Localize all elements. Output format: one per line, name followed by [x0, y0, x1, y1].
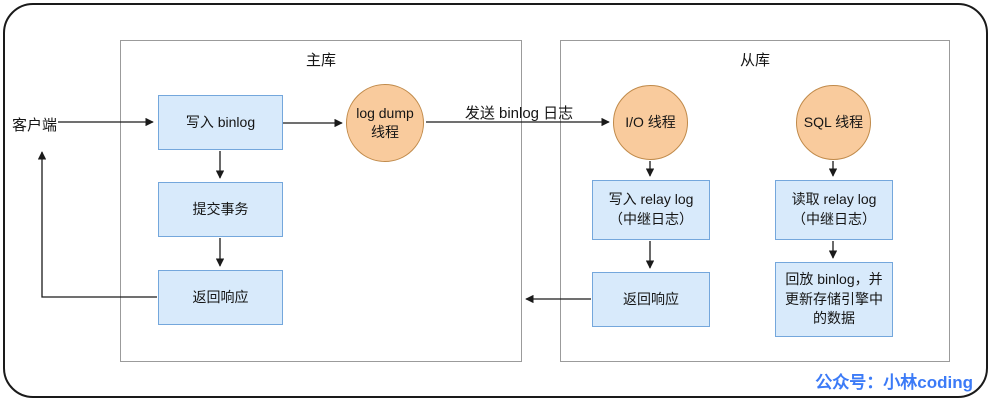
step-slave-return-response: 返回响应 — [592, 272, 710, 327]
sql-thread-node: SQL 线程 — [796, 85, 871, 160]
step-write-relay-log: 写入 relay log （中继日志） — [592, 180, 710, 240]
step-commit-transaction: 提交事务 — [158, 182, 283, 237]
step-write-binlog: 写入 binlog — [158, 95, 283, 150]
send-binlog-label: 发送 binlog 日志 — [464, 105, 574, 122]
slave-group-title: 从库 — [739, 52, 770, 69]
step-replay-binlog: 回放 binlog，并 更新存储引擎中 的数据 — [775, 262, 893, 337]
master-group-title: 主库 — [305, 52, 336, 69]
watermark-text: 公众号：小林coding — [815, 373, 973, 392]
io-thread-node: I/O 线程 — [613, 85, 688, 160]
log-dump-thread-node: log dump 线程 — [346, 84, 424, 162]
step-master-return-response: 返回响应 — [158, 270, 283, 325]
client-label: 客户端 — [12, 117, 58, 134]
step-read-relay-log: 读取 relay log （中继日志） — [775, 180, 893, 240]
